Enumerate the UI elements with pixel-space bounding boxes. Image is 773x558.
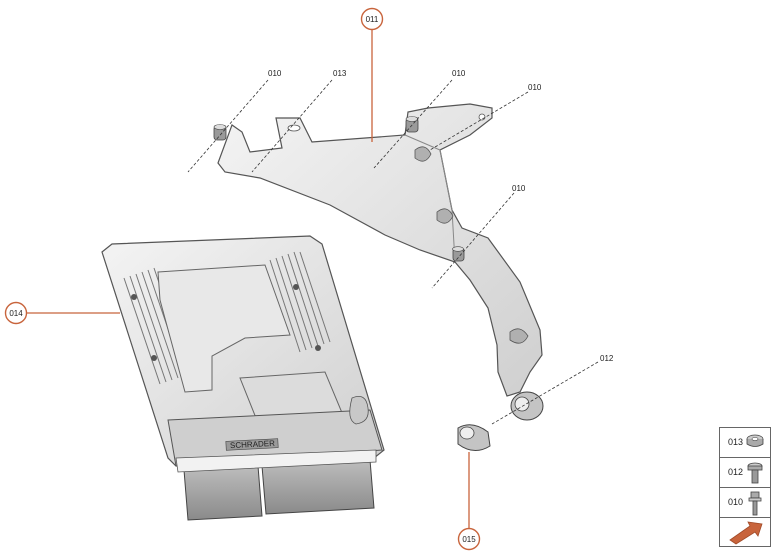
legend-code: 010 — [728, 497, 744, 507]
stud-010-left — [213, 124, 227, 141]
legend-code: 012 — [728, 467, 744, 477]
callout-lines — [27, 30, 470, 529]
legend-code: 013 — [728, 437, 744, 447]
svg-text:014: 014 — [9, 309, 23, 318]
legend-direction[interactable] — [720, 518, 770, 546]
label-013: 013 — [333, 69, 347, 78]
leader-lines — [187, 79, 599, 425]
grommet-015 — [457, 424, 491, 451]
label-012: 012 — [600, 354, 614, 363]
label-010-a: 010 — [268, 69, 282, 78]
direction-arrow-icon — [729, 521, 763, 545]
callout-015[interactable]: 015 — [457, 527, 481, 551]
label-010-d: 010 — [512, 184, 526, 193]
legend-item-012[interactable]: 012 — [720, 458, 770, 488]
grommet-012 — [510, 391, 544, 421]
screw-icon — [748, 491, 762, 516]
legend-item-010[interactable]: 010 — [720, 488, 770, 518]
label-010-b: 010 — [452, 69, 466, 78]
label-010-c: 010 — [528, 83, 542, 92]
ecu-module: SCHRADER — [101, 235, 385, 521]
legend-item-013[interactable]: 013 — [720, 428, 770, 458]
callout-011[interactable]: 011 — [360, 7, 384, 31]
mounting-bracket — [213, 103, 543, 397]
stud-010-lower — [452, 246, 465, 262]
callout-014[interactable]: 014 — [4, 301, 28, 325]
svg-text:015: 015 — [462, 535, 476, 544]
bolt-icon — [747, 462, 763, 484]
nut-icon — [746, 434, 764, 447]
parts-legend: 013 012 010 — [719, 427, 771, 547]
ecu-brand-label: SCHRADER — [230, 439, 276, 450]
svg-text:011: 011 — [366, 15, 379, 24]
